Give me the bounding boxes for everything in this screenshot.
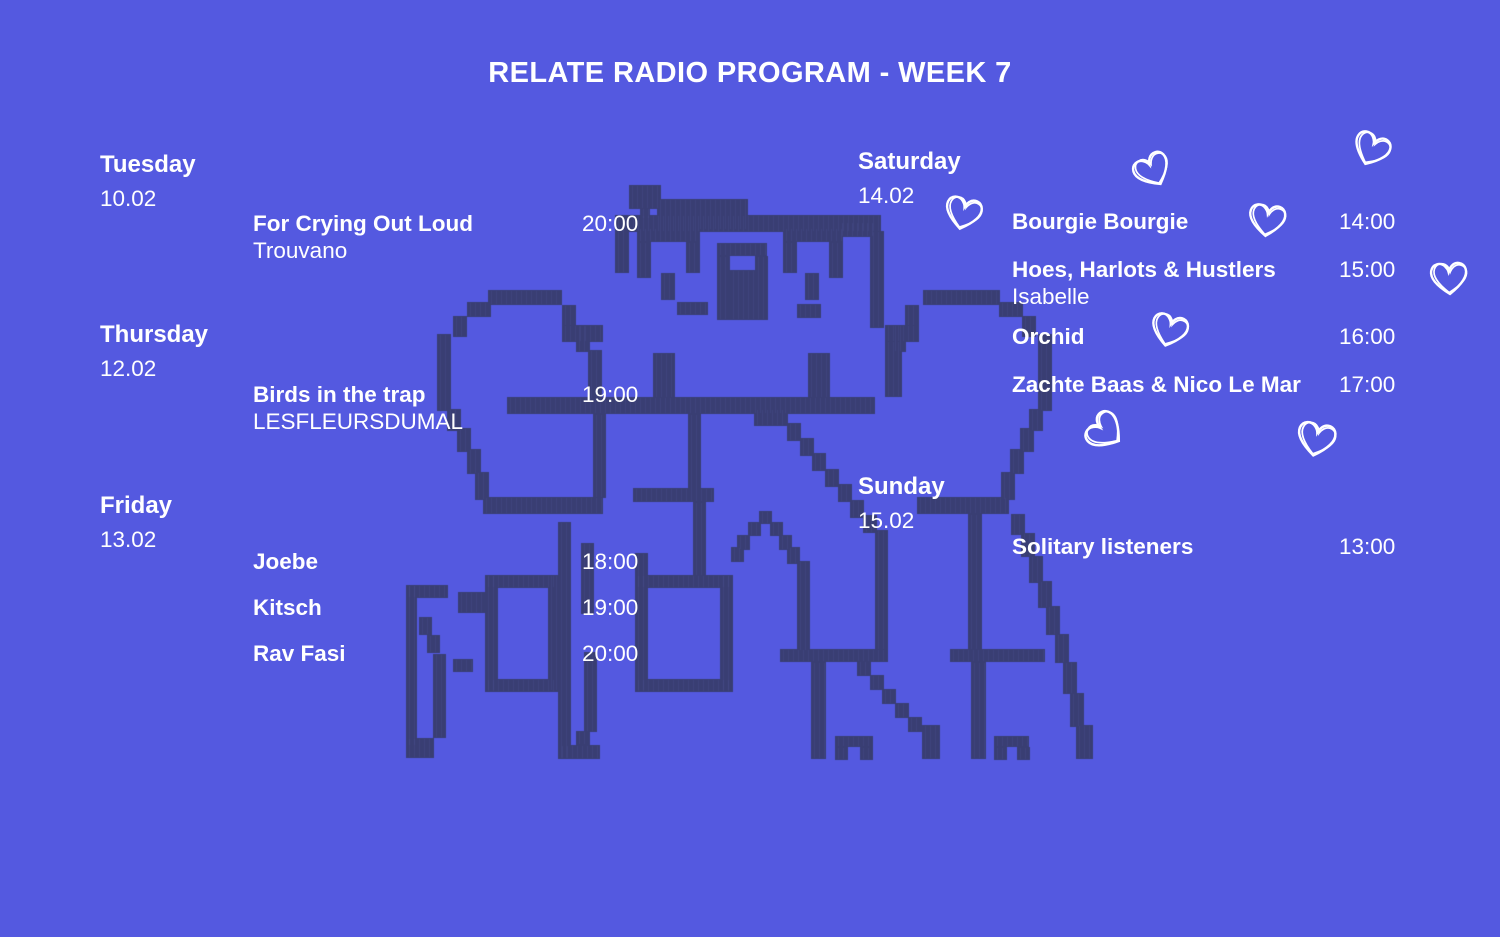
show-zachte-baas-nico-le-mar: Zachte Baas & Nico Le Mar <box>1012 372 1301 397</box>
day-friday: Friday <box>100 492 173 519</box>
show-rav-fasi: Rav Fasi <box>253 641 346 666</box>
heart-doodle-icon <box>1288 412 1344 468</box>
show-hoes-harlots-hustlers-artist: Isabelle <box>1012 284 1090 309</box>
pixel-art-cowboy-figure <box>405 172 1105 772</box>
show-joebe: Joebe <box>253 549 319 574</box>
show-joebe-time: 18:00 <box>582 549 639 574</box>
day-friday-date: 13.02 <box>100 527 157 552</box>
day-tuesday: Tuesday <box>100 151 196 178</box>
show-birds-in-the-trap-time: 19:00 <box>582 382 639 407</box>
show-kitsch-time: 19:00 <box>582 595 639 620</box>
show-orchid: Orchid <box>1012 324 1085 349</box>
show-hoes-harlots-hustlers: Hoes, Harlots & Hustlers <box>1012 257 1276 282</box>
page-title: RELATE RADIO PROGRAM - WEEK 7 <box>488 57 1012 89</box>
heart-doodle-icon <box>1122 140 1185 203</box>
heart-doodle-icon <box>1341 120 1401 180</box>
show-for-crying-out-loud-artist: Trouvano <box>253 238 348 263</box>
heart-doodle-icon <box>1141 303 1197 359</box>
show-hoes-harlots-hustlers-time: 15:00 <box>1339 257 1396 282</box>
show-bourgie-bourgie-time: 14:00 <box>1339 209 1396 234</box>
day-saturday: Saturday <box>858 148 961 175</box>
show-for-crying-out-loud: For Crying Out Loud <box>253 211 473 236</box>
show-kitsch: Kitsch <box>253 595 322 620</box>
day-sunday-date: 15.02 <box>858 508 915 533</box>
show-zachte-baas-nico-le-mar-time: 17:00 <box>1339 372 1396 397</box>
day-thursday: Thursday <box>100 321 209 348</box>
day-tuesday-date: 10.02 <box>100 186 157 211</box>
show-birds-in-the-trap: Birds in the trap <box>253 382 426 407</box>
day-thursday-date: 12.02 <box>100 356 157 381</box>
show-solitary-listeners-time: 13:00 <box>1339 534 1396 559</box>
heart-doodle-icon <box>1242 196 1293 247</box>
show-rav-fasi-time: 20:00 <box>582 641 639 666</box>
show-orchid-time: 16:00 <box>1339 324 1396 349</box>
show-solitary-listeners: Solitary listeners <box>1012 534 1194 559</box>
show-birds-in-the-trap-artist: LESFLEURSDUMAL <box>253 409 464 434</box>
show-for-crying-out-loud-time: 20:00 <box>582 211 639 236</box>
day-saturday-date: 14.02 <box>858 183 915 208</box>
day-sunday: Sunday <box>858 473 945 500</box>
show-bourgie-bourgie: Bourgie Bourgie <box>1012 209 1189 234</box>
heart-doodle-icon <box>1424 254 1473 303</box>
